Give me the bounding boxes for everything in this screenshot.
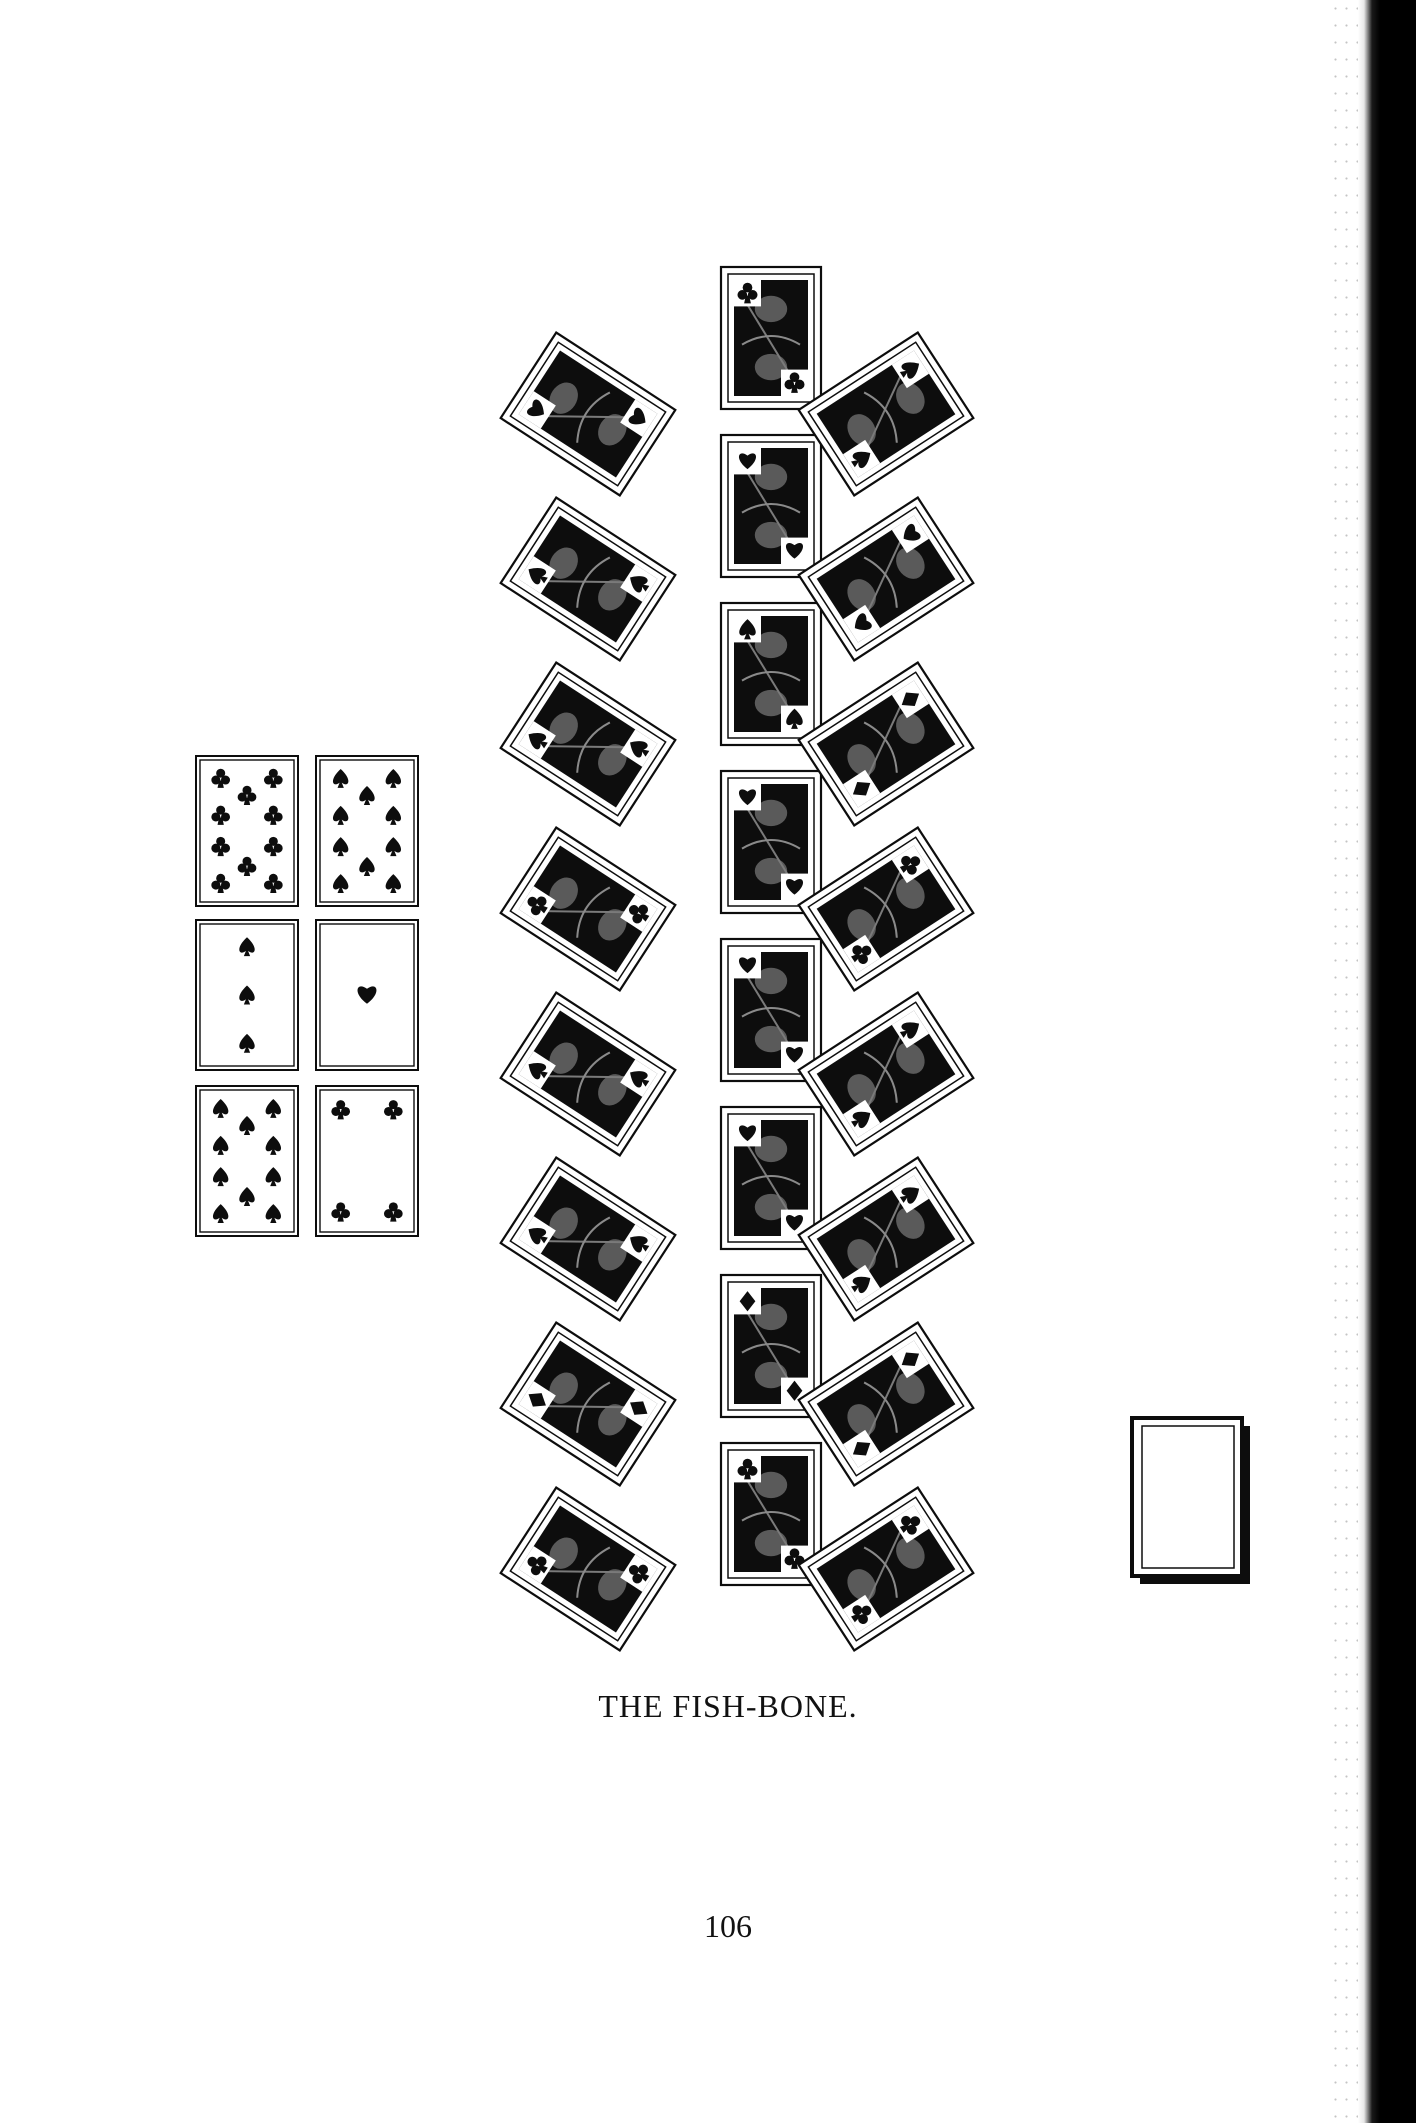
right-branch-card (799, 828, 974, 991)
foundation-card (316, 920, 418, 1070)
foundation-card (196, 756, 298, 906)
center-column-card (721, 1107, 821, 1249)
left-branch-card (501, 663, 676, 826)
right-branch-card (799, 333, 974, 496)
foundation-card (316, 1086, 418, 1236)
right-branch-card (799, 498, 974, 661)
right-branch-card (799, 1158, 974, 1321)
page-number: 106 (0, 1908, 1416, 1945)
center-column-card (721, 771, 821, 913)
card-illustration (0, 0, 1416, 1700)
right-branch-card (799, 993, 974, 1156)
binding-spine-shadow (1358, 0, 1416, 2123)
right-branch-card (799, 1323, 974, 1486)
fish-bone-card-layout (0, 0, 1416, 1700)
left-branch-card (501, 1488, 676, 1651)
left-branch-card (501, 828, 676, 991)
left-branch-card (501, 1323, 676, 1486)
center-column-card (721, 267, 821, 409)
left-branch-card (501, 1158, 676, 1321)
foundation-card (196, 1086, 298, 1236)
page-number-text: 106 (704, 1908, 752, 1944)
center-column-card (721, 603, 821, 745)
foundation-card (196, 920, 298, 1070)
figure-caption: THE FISH-BONE. (0, 1688, 1416, 1725)
left-branch-card (501, 333, 676, 496)
foundation-card (316, 756, 418, 906)
center-column-card (721, 435, 821, 577)
left-branch-card (501, 498, 676, 661)
stock-pile (1132, 1418, 1250, 1584)
center-column-card (721, 939, 821, 1081)
right-branch-card (799, 1488, 974, 1651)
right-branch-card (799, 663, 974, 826)
left-branch-card (501, 993, 676, 1156)
caption-text: THE FISH-BONE. (598, 1688, 857, 1724)
